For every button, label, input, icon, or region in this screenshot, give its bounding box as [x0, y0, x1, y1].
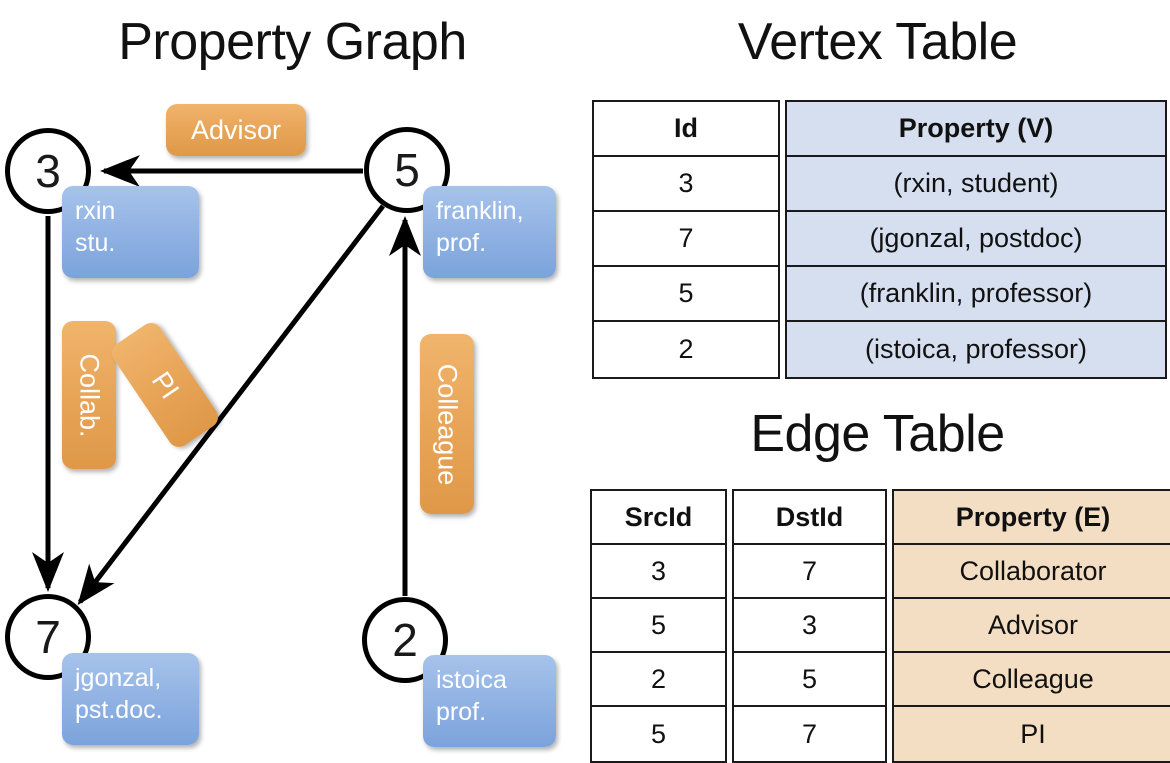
table-row: 5	[734, 653, 885, 707]
vertex-table-column-id: Id 3 7 5 2	[592, 100, 780, 379]
graph-node-7-property-line2: pst.doc.	[75, 696, 163, 724]
graph-node-3-property-line2: stu.	[75, 229, 116, 257]
edge-table: SrcId 3 5 2 5 DstId 7 3 5 7 Property (E)…	[590, 489, 1170, 763]
table-row: 7	[734, 545, 885, 599]
graph-node-3-property-line1: rxin	[75, 197, 116, 225]
edge-table-column-dstid: DstId 7 3 5 7	[732, 489, 887, 763]
page-title-vertex-table: Vertex Table	[737, 13, 1018, 71]
graph-node-7-property-line1: jgonzal,	[75, 664, 162, 692]
edge-table-column-property: Property (E) Collaborator Advisor Collea…	[892, 489, 1170, 763]
table-row: (jgonzal, postdoc)	[787, 212, 1165, 267]
table-row: (istoica, professor)	[787, 322, 1165, 377]
edge-table-header-dstid: DstId	[734, 491, 885, 545]
graph-node-5-property: franklin, prof.	[423, 186, 556, 278]
table-row: Colleague	[894, 653, 1170, 707]
graph-node-2-property-line2: prof.	[436, 698, 487, 726]
edge-table-header-srcid: SrcId	[592, 491, 725, 545]
table-row: 2	[592, 653, 725, 707]
edge-label-pi-text: PI	[145, 365, 185, 404]
table-row: Collaborator	[894, 545, 1170, 599]
table-row: 2	[594, 322, 778, 377]
vertex-table: Id 3 7 5 2 Property (V) (rxin, student) …	[592, 100, 1167, 379]
edge-label-colleague-text: Colleague	[432, 363, 463, 485]
page-title-property-graph: Property Graph	[118, 13, 467, 71]
graph-node-5[interactable]: 5	[364, 127, 450, 213]
table-row: (rxin, student)	[787, 157, 1165, 212]
graph-node-2-property-line1: istoica	[436, 666, 507, 694]
table-row: 3	[734, 599, 885, 653]
edge-table-column-srcid: SrcId 3 5 2 5	[590, 489, 727, 763]
edge-label-collab: Collab.	[62, 321, 116, 469]
graph-node-7-property: jgonzal, pst.doc.	[62, 653, 199, 745]
graph-node-3-label: 3	[35, 145, 61, 197]
graph-node-3-property: rxin stu.	[62, 186, 199, 278]
table-row: 5	[592, 599, 725, 653]
graph-node-7-label: 7	[35, 611, 61, 663]
table-row: 3	[592, 545, 725, 599]
graph-node-2[interactable]: 2	[362, 597, 448, 683]
graph-edge-lines	[32, 155, 421, 606]
table-row: 7	[734, 707, 885, 761]
table-row: Advisor	[894, 599, 1170, 653]
edge-label-colleague: Colleague	[420, 334, 474, 514]
graph-node-5-property-line2: prof.	[436, 229, 487, 257]
table-row: 5	[594, 267, 778, 322]
vertex-table-column-property: Property (V) (rxin, student) (jgonzal, p…	[785, 100, 1167, 379]
graph-node-5-label: 5	[394, 144, 420, 196]
edge-label-advisor-text: Advisor	[190, 114, 282, 145]
vertex-table-header-id: Id	[594, 102, 778, 157]
table-row: 3	[594, 157, 778, 212]
graph-node-2-property: istoica prof.	[423, 655, 556, 747]
edge-label-advisor: Advisor	[166, 104, 306, 156]
property-graph-diagram: 3 rxin stu. 5 franklin, prof. 7 jgonzal,…	[0, 0, 585, 760]
edge-line-5-to-7	[77, 204, 385, 606]
graph-node-2-label: 2	[392, 614, 418, 666]
graph-node-5-property-line1: franklin,	[436, 197, 524, 225]
table-row: 7	[594, 212, 778, 267]
table-row: (franklin, professor)	[787, 267, 1165, 322]
page-title-edge-table: Edge Table	[750, 405, 1005, 463]
table-row: 5	[592, 707, 725, 761]
edge-table-header-property: Property (E)	[894, 491, 1170, 545]
table-row: PI	[894, 707, 1170, 761]
edge-label-collab-text: Collab.	[74, 352, 105, 438]
vertex-table-header-property: Property (V)	[787, 102, 1165, 157]
